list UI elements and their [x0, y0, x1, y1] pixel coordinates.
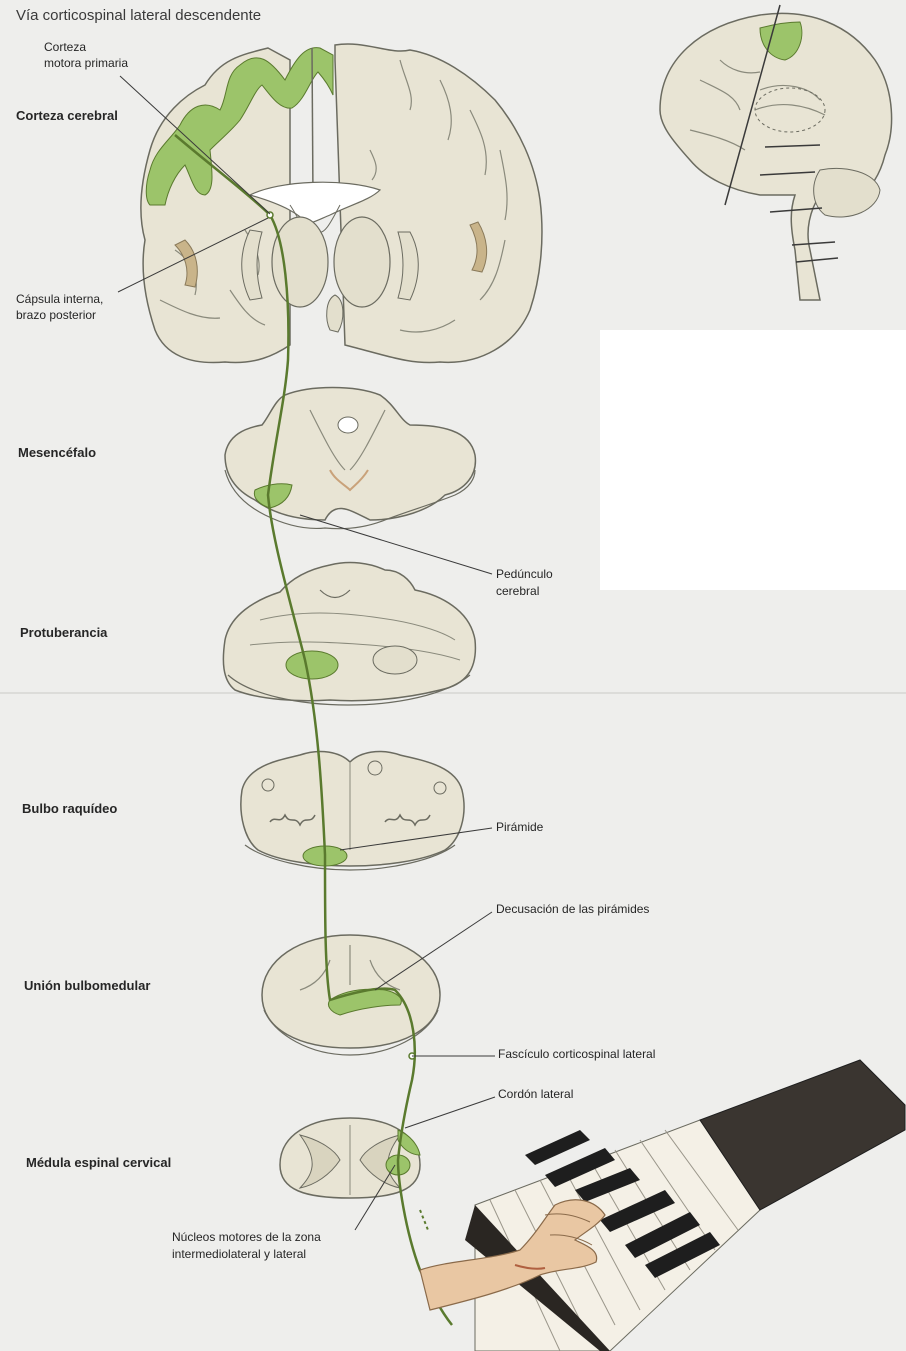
region-label-junction: Unión bulbomedular	[24, 978, 150, 994]
label-motor-cortex-line1: Corteza	[44, 40, 86, 55]
label-internal-capsule-line2: brazo posterior	[16, 308, 96, 323]
region-label-medulla: Bulbo raquídeo	[22, 801, 117, 817]
medulla-section	[241, 751, 464, 870]
region-label-midbrain: Mesencéfalo	[18, 445, 96, 461]
label-pyramid: Pirámide	[496, 820, 543, 835]
region-label-cervical-cord: Médula espinal cervical	[26, 1155, 171, 1171]
label-lateral-funiculus: Cordón lateral	[498, 1087, 573, 1102]
pons-section	[223, 563, 475, 705]
cerebrum-section	[141, 44, 542, 363]
diagram-title: Vía corticospinal lateral descendente	[16, 8, 261, 24]
label-decussation: Decusación de las pirámides	[496, 902, 649, 917]
inset-brain-illustration	[660, 5, 892, 300]
label-lateral-tract: Fascículo corticospinal lateral	[498, 1047, 655, 1062]
label-peduncle-line1: Pedúnculo	[496, 567, 553, 582]
region-label-pons: Protuberancia	[20, 625, 107, 641]
region-label-cortex: Corteza cerebral	[16, 108, 118, 124]
label-internal-capsule-line1: Cápsula interna,	[16, 292, 103, 307]
label-peduncle-line2: cerebral	[496, 584, 539, 599]
label-motor-nuclei-line1: Núcleos motores de la zona	[172, 1230, 321, 1245]
piano-hand-illustration	[420, 1060, 905, 1351]
label-motor-nuclei-line2: intermediolateral y lateral	[172, 1247, 306, 1262]
label-motor-cortex-line2: motora primaria	[44, 56, 128, 71]
midbrain-section	[225, 388, 475, 529]
